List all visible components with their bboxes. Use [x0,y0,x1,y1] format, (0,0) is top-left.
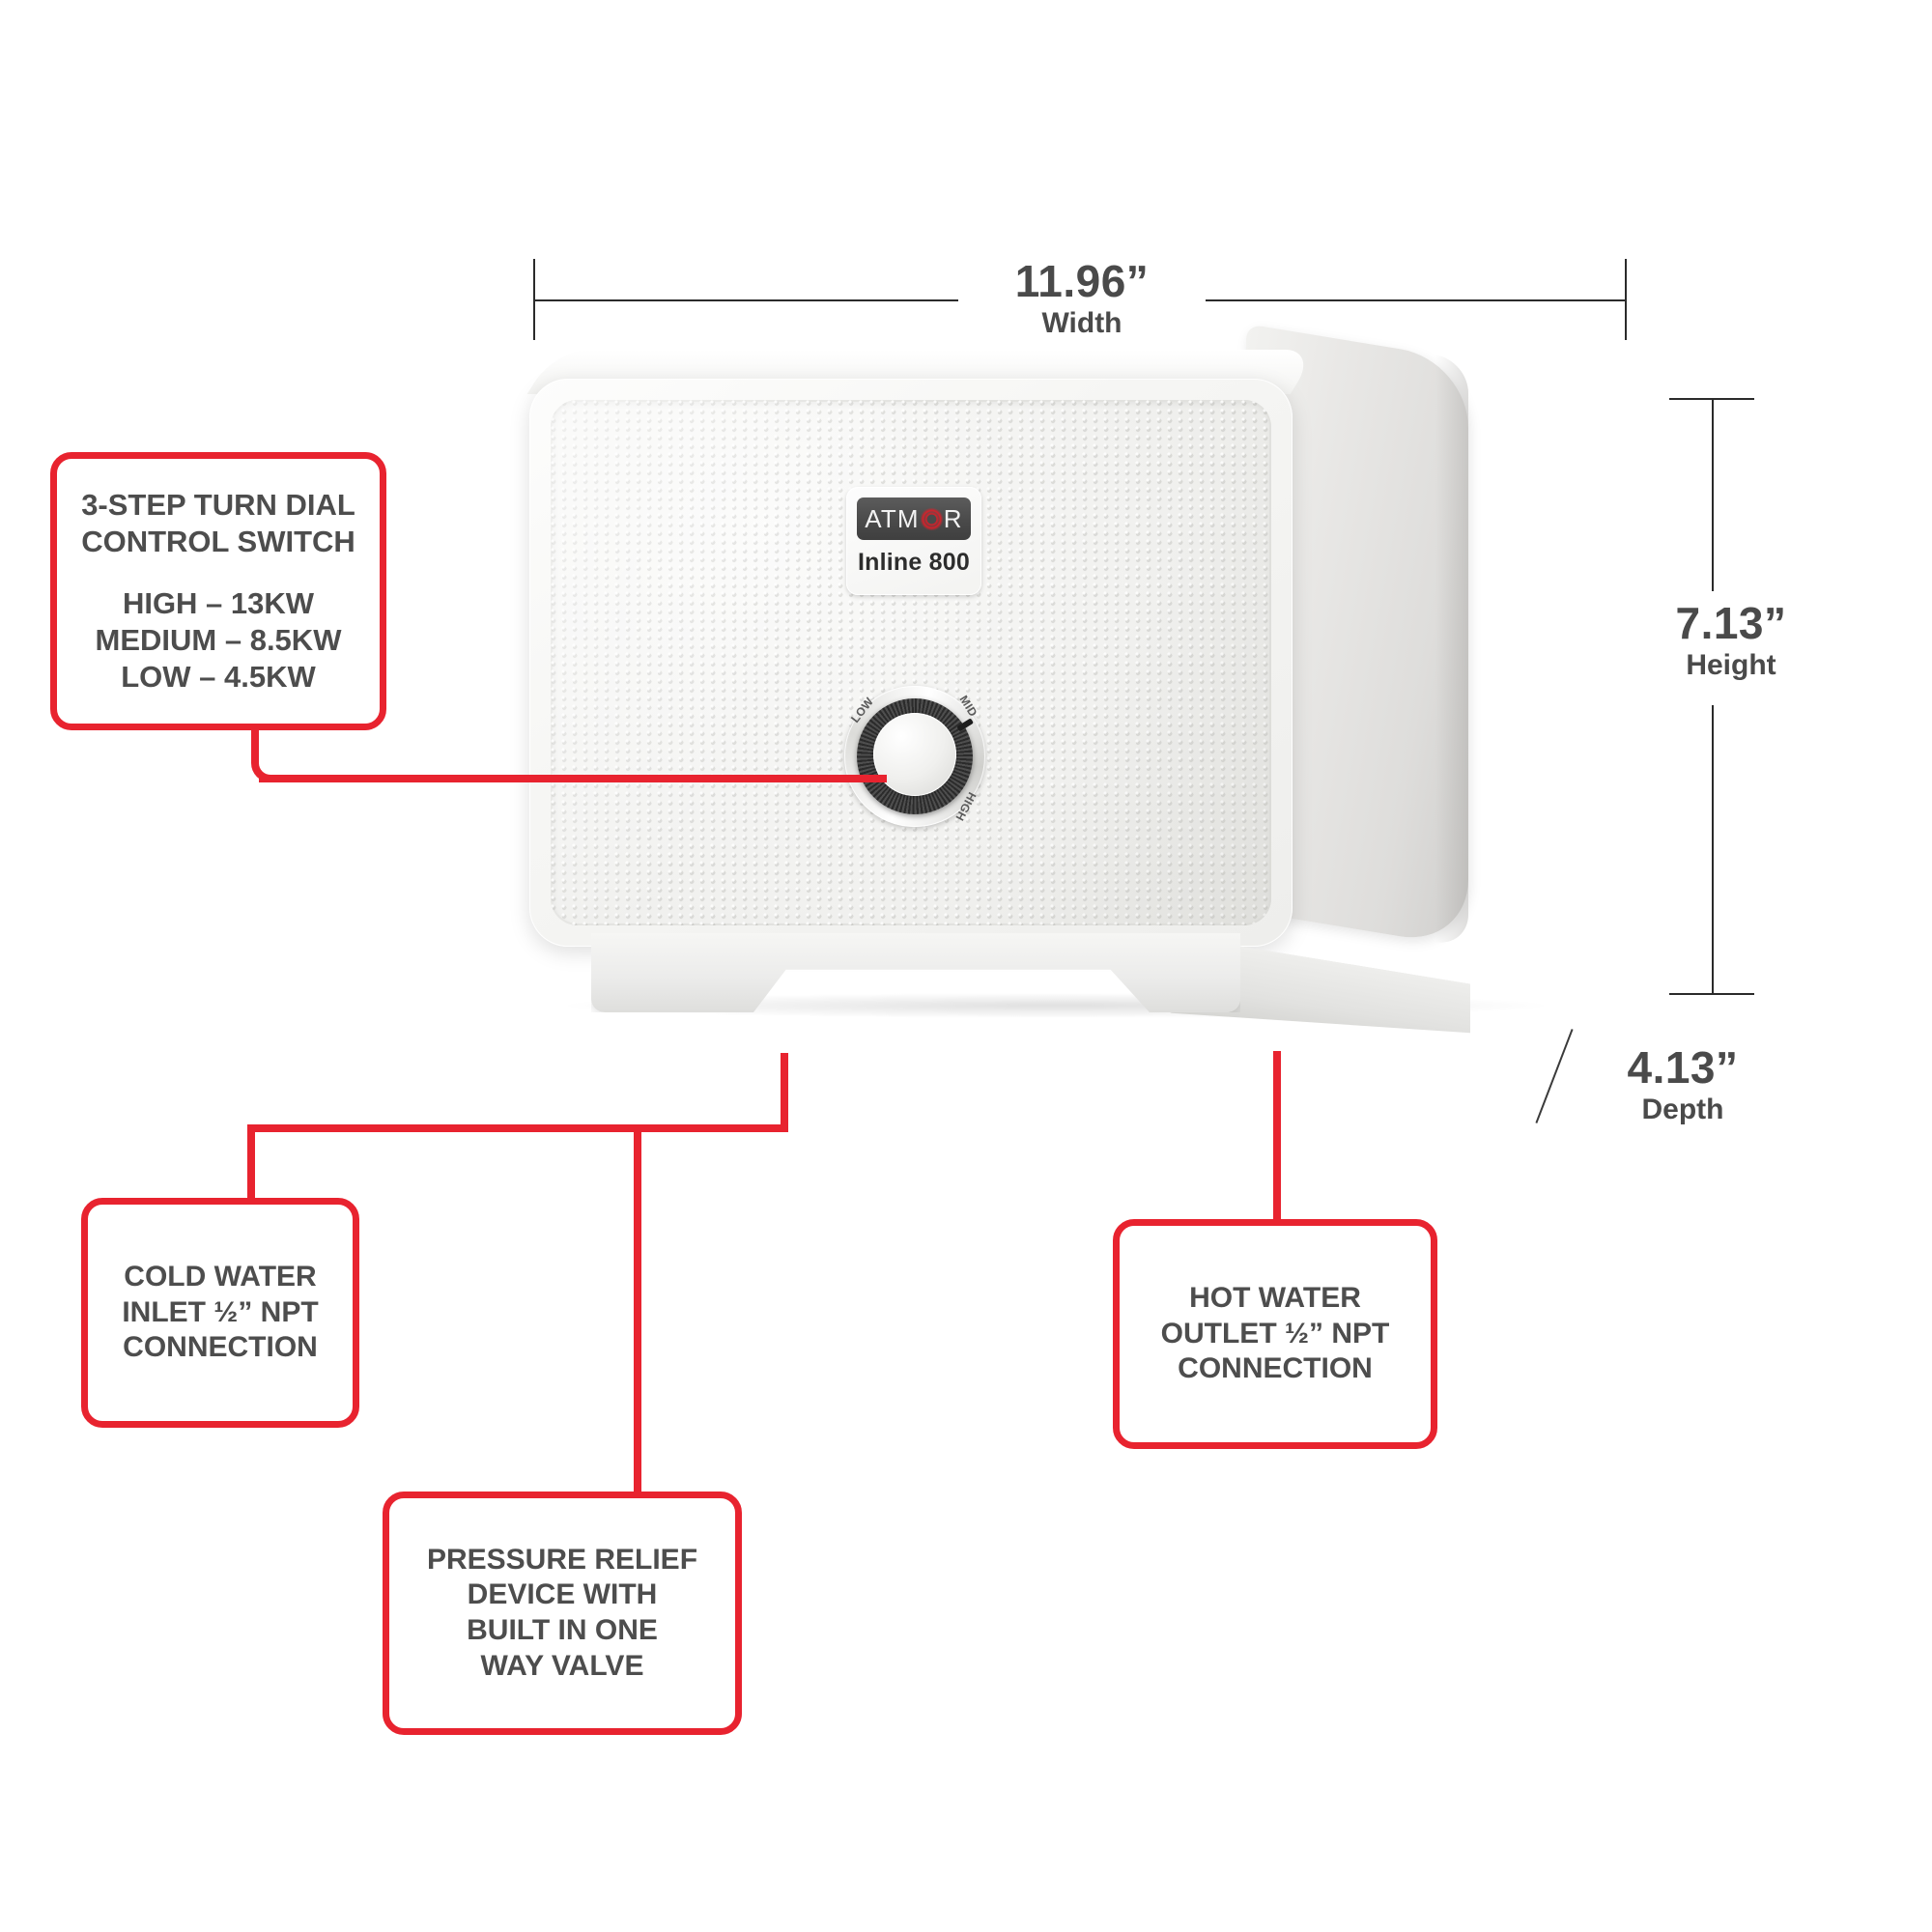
brand-name-prefix: ATM [865,504,920,533]
callout-pressure-relief: PRESSURE RELIEF DEVICE WITH BUILT IN ONE… [383,1492,742,1735]
cold-leader-horiz [247,1124,788,1132]
callout-pressure-line-3: BUILT IN ONE [467,1614,658,1646]
depth-dimension-label: 4.13” Depth [1567,1042,1799,1125]
callout-dial-spec-1: HIGH – 13KW [122,586,315,621]
height-dimension-line-bottom [1712,705,1714,995]
callout-pressure-line-1: PRESSURE RELIEF [426,1543,698,1576]
width-tick-right [1625,259,1627,340]
tankless-water-heater: ATM R Inline 800 LOW MID HIGH [526,324,1669,1065]
height-dimension-label: 7.13” Height [1615,598,1847,681]
device-textured-panel [551,400,1271,925]
height-tick-top [1669,398,1754,400]
logo-ring-icon [920,507,943,530]
width-caption: Width [1041,306,1122,339]
callout-dial-leader-line [259,775,887,782]
brand-logo: ATM R [857,497,971,540]
callout-cold-line-1: COLD WATER [124,1261,317,1293]
callout-cold-line-2: INLET ½” NPT [122,1295,319,1328]
callout-dial-control: 3-STEP TURN DIAL CONTROL SWITCH HIGH – 1… [50,452,386,730]
cold-leader-vert-right [781,1053,788,1132]
callout-hot-line-1: HOT WATER [1189,1282,1361,1315]
callout-cold-line-3: CONNECTION [123,1331,318,1364]
width-value: 11.96” [1014,256,1150,306]
height-value: 7.13” [1675,598,1787,648]
callout-dial-title-1: 3-STEP TURN DIAL [81,488,355,523]
callout-hot-water-outlet: HOT WATER OUTLET ½” NPT CONNECTION [1113,1219,1437,1449]
width-dimension-line-left [533,299,958,301]
callout-dial-title-2: CONTROL SWITCH [81,525,355,559]
callout-dial-spec-3: LOW – 4.5KW [121,659,316,694]
pressure-leader-vert [634,1124,641,1497]
hot-leader-vert [1273,1051,1281,1225]
dial-cap [873,713,956,796]
width-tick-left [533,259,535,340]
brand-name-suffix: R [943,504,963,533]
brand-badge: ATM R Inline 800 [846,487,981,595]
model-name: Inline 800 [858,549,970,576]
cold-leader-vert-left [247,1124,255,1204]
callout-dial-spec-2: MEDIUM – 8.5KW [95,622,342,657]
control-dial[interactable]: LOW MID HIGH [844,686,985,827]
height-dimension-line-top [1712,398,1714,591]
callout-pressure-line-2: DEVICE WITH [467,1578,658,1611]
callout-hot-line-2: OUTLET ½” NPT [1160,1317,1390,1350]
depth-caption: Depth [1641,1093,1724,1125]
width-dimension-line-right [1206,299,1627,301]
width-dimension-label: 11.96” Width [956,256,1208,339]
callout-pressure-line-4: WAY VALVE [480,1649,644,1682]
callout-hot-line-3: CONNECTION [1178,1352,1373,1385]
device-front-shell: ATM R Inline 800 LOW MID HIGH [529,379,1293,947]
bracket-front-plate [591,933,1240,1012]
height-tick-bottom [1669,993,1754,995]
depth-value: 4.13” [1627,1042,1739,1093]
mounting-bracket [591,933,1240,1012]
height-caption: Height [1686,648,1776,681]
callout-cold-water-inlet: COLD WATER INLET ½” NPT CONNECTION [81,1198,359,1428]
